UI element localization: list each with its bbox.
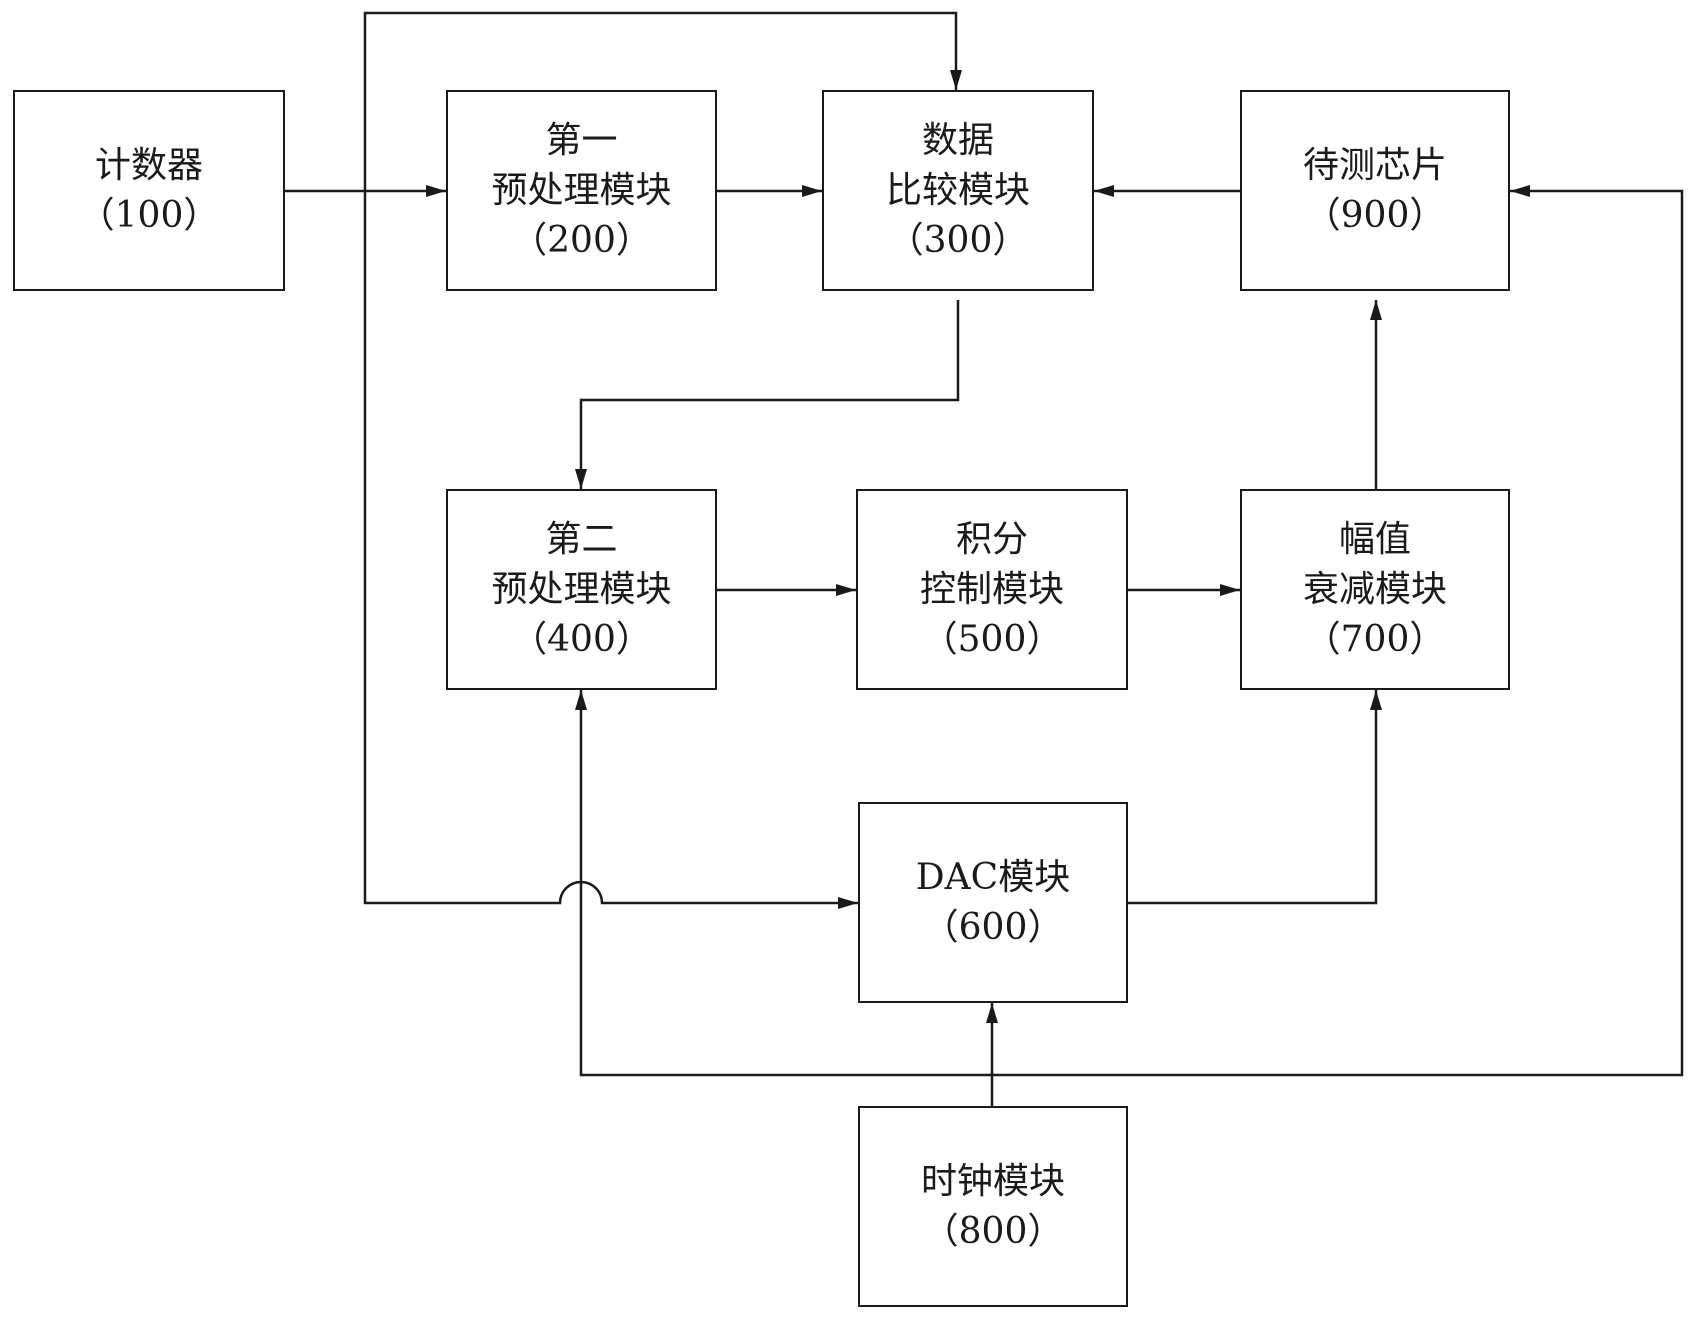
- compare-block: 数据 比较模块 （300）: [822, 90, 1094, 291]
- arrow-clock-to-pre2: [575, 690, 992, 1077]
- counter-block-label: 计数器: [94, 144, 203, 186]
- pre2-block-number: （400）: [511, 618, 652, 660]
- pre1-block-number: （200）: [511, 219, 652, 261]
- pre2-block: 第二 预处理模块 （400）: [446, 489, 717, 690]
- chip-block-label: 待测芯片: [1302, 144, 1447, 186]
- compare-block-label-line1: 数据: [921, 119, 994, 161]
- arrow-counter-to-dac: [363, 191, 858, 909]
- pre1-block-label-line2: 预处理模块: [491, 169, 672, 211]
- integrator-block-number: （500）: [921, 618, 1063, 660]
- compare-block-label-line2: 比较模块: [885, 169, 1030, 211]
- attenuator-block-number: （700）: [1304, 618, 1446, 660]
- attenuator-block: 幅值 衰减模块 （700）: [1240, 489, 1510, 690]
- arrow-dac-to-attenuator: [1128, 690, 1382, 905]
- pre2-block-label-line1: 第二: [545, 518, 618, 560]
- arrow-compare-to-pre2: [575, 300, 960, 489]
- arrow-counter-to-compare: [363, 11, 962, 191]
- counter-block: 计数器 （100）: [13, 90, 285, 291]
- attenuator-block-label-line2: 衰减模块: [1302, 568, 1447, 610]
- dac-block-number: （600）: [922, 906, 1064, 948]
- compare-block-number: （300）: [887, 219, 1029, 261]
- dac-block: DAC模块 （600）: [858, 802, 1128, 1003]
- counter-block-number: （100）: [78, 194, 220, 236]
- pre1-block-label-line1: 第一: [545, 119, 618, 161]
- chip-block: 待测芯片 （900）: [1240, 90, 1510, 291]
- pre2-block-label-line2: 预处理模块: [491, 568, 672, 610]
- dac-block-label: DAC模块: [915, 856, 1071, 898]
- integrator-block-label-line2: 控制模块: [919, 568, 1064, 610]
- attenuator-block-label-line1: 幅值: [1338, 518, 1411, 560]
- clock-block-label: 时钟模块: [920, 1160, 1065, 1202]
- integrator-block: 积分 控制模块 （500）: [856, 489, 1128, 690]
- clock-block-number: （800）: [922, 1210, 1064, 1252]
- integrator-block-label-line1: 积分: [955, 518, 1028, 560]
- pre1-block: 第一 预处理模块 （200）: [446, 90, 717, 291]
- arrow-clock-to-chip: [992, 185, 1684, 1077]
- clock-block: 时钟模块 （800）: [858, 1106, 1128, 1307]
- chip-block-number: （900）: [1304, 194, 1446, 236]
